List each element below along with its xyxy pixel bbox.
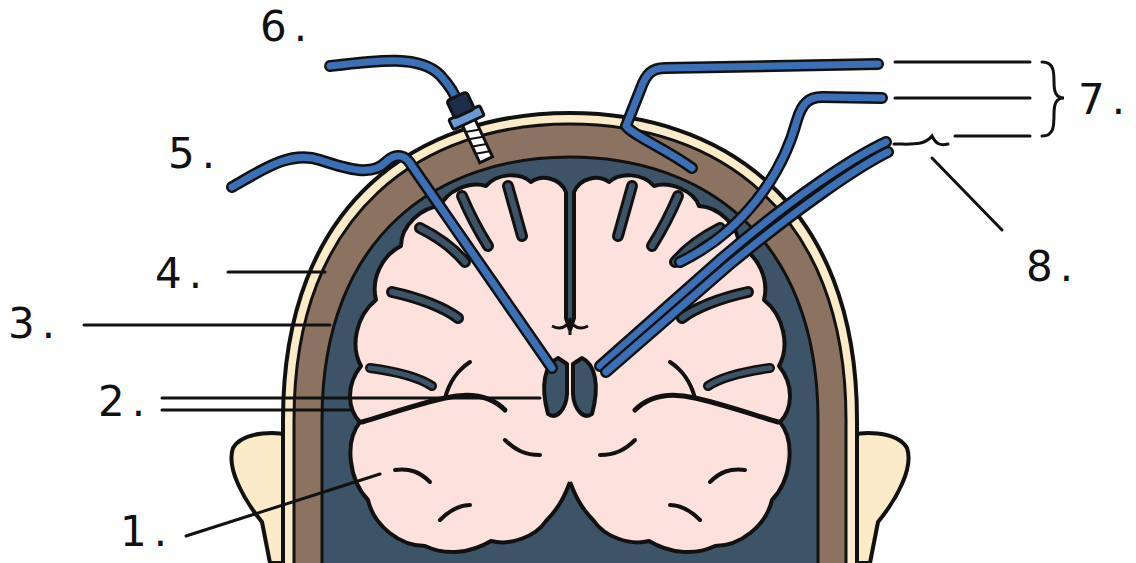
bolt-thread bbox=[465, 126, 490, 157]
bracket bbox=[894, 136, 948, 145]
epidural-tube bbox=[626, 64, 878, 168]
leader-line bbox=[162, 397, 540, 400]
callout-number: 2. bbox=[98, 381, 152, 423]
icp-bolt bbox=[441, 89, 501, 167]
sulci bbox=[362, 186, 540, 520]
sulcus bbox=[670, 362, 695, 398]
sulcus bbox=[440, 505, 470, 520]
bolt-thread bbox=[462, 119, 492, 163]
sulcus bbox=[652, 196, 678, 246]
ventricular-catheter bbox=[232, 156, 552, 368]
leader-line bbox=[895, 61, 1030, 64]
callout-number: 4. bbox=[155, 253, 209, 295]
monitor-cable bbox=[330, 61, 458, 104]
sulcus bbox=[392, 292, 458, 318]
sulcus bbox=[710, 470, 745, 483]
ventricular-tube bbox=[606, 152, 888, 372]
brace bbox=[1042, 62, 1064, 136]
ventricular-catheter bbox=[232, 156, 552, 368]
sulcus bbox=[370, 368, 432, 386]
sulcus bbox=[445, 362, 470, 398]
sulcus bbox=[370, 368, 432, 386]
leader-line bbox=[186, 474, 380, 536]
callout-number: 1. bbox=[120, 511, 174, 553]
lateral-ventricle bbox=[573, 358, 596, 416]
sulcus bbox=[505, 440, 540, 455]
sulcus bbox=[508, 186, 522, 236]
callout-number: 7. bbox=[1078, 79, 1132, 121]
ventricular-tube bbox=[606, 152, 888, 372]
epidural-tube bbox=[626, 64, 878, 168]
callout-number: 6. bbox=[260, 6, 314, 48]
sulcus bbox=[508, 186, 522, 236]
lateral-fissure bbox=[635, 395, 778, 422]
sulcus bbox=[708, 368, 770, 386]
leader-line bbox=[162, 409, 350, 412]
leader-line bbox=[84, 324, 330, 327]
leader-line bbox=[895, 97, 1030, 100]
corpus-callosum bbox=[552, 320, 588, 335]
bolt-cap bbox=[447, 92, 475, 119]
sulcus bbox=[392, 292, 458, 318]
callout-number: 3. bbox=[8, 303, 62, 345]
leader-lines bbox=[84, 62, 1064, 536]
sulcus bbox=[600, 440, 635, 455]
leader-line bbox=[955, 135, 1030, 138]
monitor-cable bbox=[330, 61, 458, 104]
leader-line bbox=[932, 158, 1002, 230]
sulcus bbox=[618, 186, 632, 236]
sulcus bbox=[670, 505, 700, 520]
sulcus bbox=[395, 470, 430, 483]
callout-number: 8. bbox=[1026, 246, 1080, 288]
callout-number: 5. bbox=[168, 133, 222, 175]
sulcus bbox=[652, 196, 678, 246]
sulcus bbox=[618, 186, 632, 236]
sulcus bbox=[708, 368, 770, 386]
leader-line bbox=[228, 271, 325, 274]
